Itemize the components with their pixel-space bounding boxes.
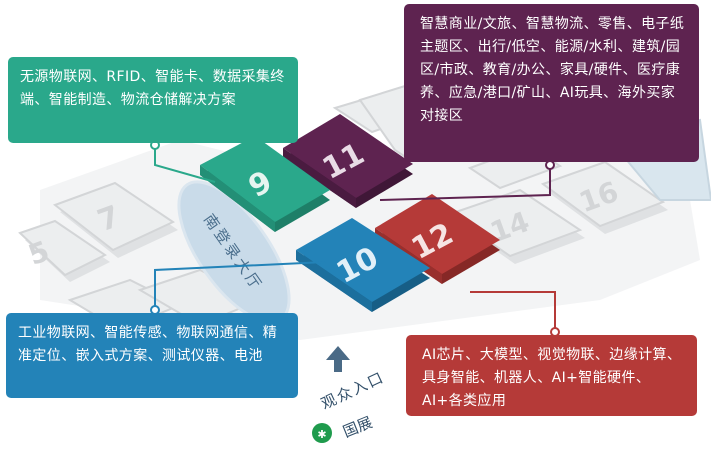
callout-purple-text: 智慧商业/文旅、智慧物流、零售、电子纸主题区、出行/低空、能源/水利、建筑/园区… <box>420 16 685 124</box>
metro-station: ✱ 国展 <box>312 413 375 443</box>
callout-red: AI芯片、大模型、视觉物联、边缘计算、具身智能、机器人、AI+智能硬件、AI+各… <box>406 335 697 416</box>
entrance: 观众入口 <box>318 346 388 413</box>
callout-blue-text: 工业物联网、智能传感、物联网通信、精准定位、嵌入式方案、测试仪器、电池 <box>18 325 278 364</box>
south-lobby: 南登录大厅 <box>177 180 291 324</box>
callout-green: 无源物联网、RFID、智能卡、数据采集终端、智能制造、物流仓储解决方案 <box>8 57 298 143</box>
callout-red-text: AI芯片、大模型、视觉物联、边缘计算、具身智能、机器人、AI+智能硬件、AI+各… <box>422 347 682 409</box>
entrance-label: 观众入口 <box>318 368 387 413</box>
hall-9: 9 <box>200 136 330 232</box>
up-arrow-icon <box>326 346 350 372</box>
metro-label: 国展 <box>340 413 375 441</box>
connector-green <box>150 140 216 183</box>
callout-blue: 工业物联网、智能传感、物联网通信、精准定位、嵌入式方案、测试仪器、电池 <box>6 313 298 398</box>
hall-7: 7 <box>52 181 178 258</box>
hall-16: 16 <box>540 160 668 234</box>
hall-5: 5 <box>18 219 110 282</box>
hall-11: 11 <box>283 114 413 208</box>
metro-icon <box>312 423 332 443</box>
callout-purple: 智慧商业/文旅、智慧物流、零售、电子纸主题区、出行/低空、能源/水利、建筑/园区… <box>404 4 699 162</box>
svg-text:✱: ✱ <box>317 428 326 441</box>
callout-green-text: 无源物联网、RFID、智能卡、数据采集终端、智能制造、物流仓储解决方案 <box>20 69 285 108</box>
hall-10: 10 <box>296 218 430 312</box>
